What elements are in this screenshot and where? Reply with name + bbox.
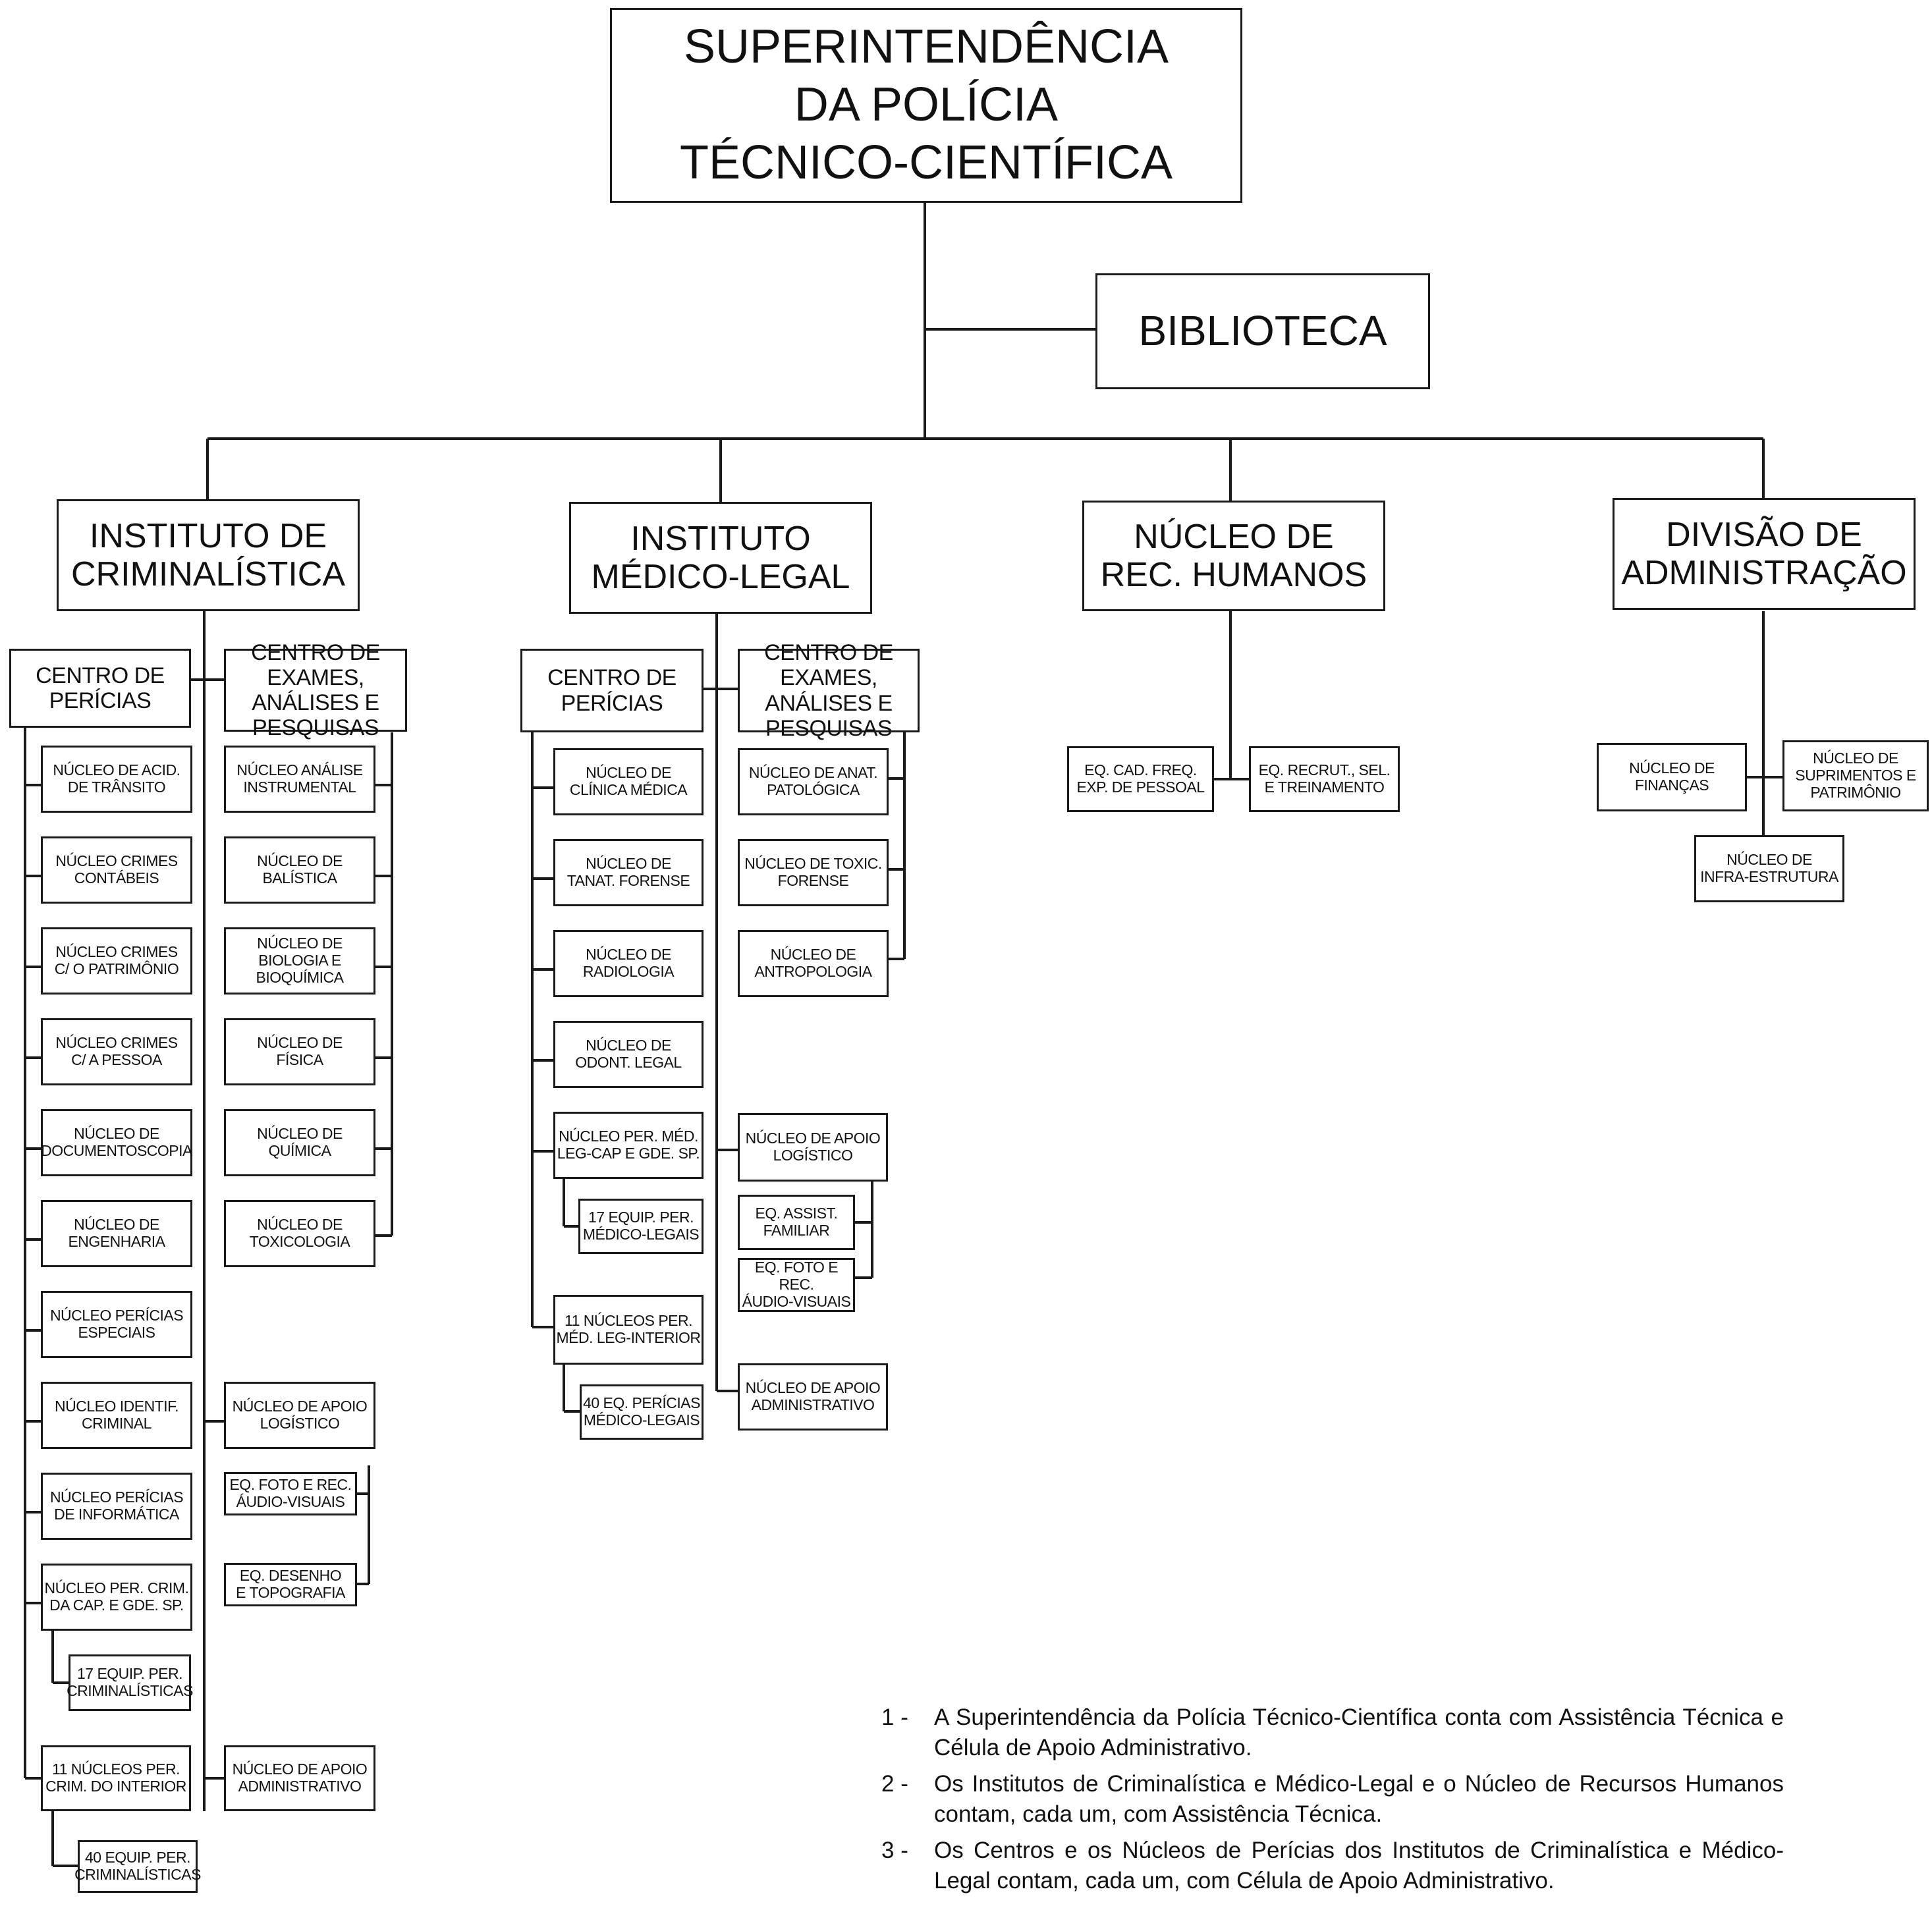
iml-nucleo-clinica-medica: NÚCLEO DE CLÍNICA MÉDICA [553,748,704,815]
iml-nucleo-radiologia: NÚCLEO DE RADIOLOGIA [553,930,704,997]
ic-nucleo-balistica: NÚCLEO DE BALÍSTICA [224,836,375,904]
ic-nucleo-pericias-especiais: NÚCLEO PERÍCIAS ESPECIAIS [41,1291,192,1358]
ic-nucleos-interior: 11 NÚCLEOS PER. CRIM. DO INTERIOR [41,1745,191,1811]
ic-nucleo-biologia: NÚCLEO DE BIOLOGIA E BIOQUÍMICA [224,927,375,995]
biblioteca-box: BIBLIOTECA [1095,273,1430,389]
footnotes: 1 - A Superintendência da Polícia Técnic… [881,1703,1784,1902]
iml-nucleo-anat-patologica: NÚCLEO DE ANAT. PATOLÓGICA [738,748,889,815]
iml-nucleo-toxic-forense: NÚCLEO DE TOXIC. FORENSE [738,839,889,906]
ic-equipes-interior: 40 EQUIP. PER. CRIMINALÍSTICAS [74,1840,201,1893]
iml-apoio-logistico: NÚCLEO DE APOIO LOGÍSTICO [738,1113,888,1182]
footnote-1: 1 - A Superintendência da Polícia Técnic… [881,1703,1784,1762]
adm-nucleo-infra: NÚCLEO DE INFRA-ESTRUTURA [1694,835,1844,902]
ic-centro-pericias-box: CENTRO DE PERÍCIAS [9,649,191,728]
instituto-medico-legal-box: INSTITUTO MÉDICO-LEGAL [569,502,872,614]
iml-nucleo-odont-legal: NÚCLEO DE ODONT. LEGAL [553,1021,704,1088]
iml-equipes-interior: 40 EQ. PERÍCIAS MÉDICO-LEGAIS [580,1384,704,1440]
iml-nucleo-per-med-capital: NÚCLEO PER. MÉD. LEG-CAP E GDE. SP. [553,1112,704,1179]
ic-nucleo-engenharia: NÚCLEO DE ENGENHARIA [41,1200,192,1267]
ic-nucleo-crimes-pessoa: NÚCLEO CRIMES C/ A PESSOA [41,1018,192,1085]
ic-nucleo-pericias-informatica: NÚCLEO PERÍCIAS DE INFORMÁTICA [41,1473,192,1540]
ic-apoio-administrativo: NÚCLEO DE APOIO ADMINISTRATIVO [224,1745,375,1811]
ic-nucleo-toxicologia: NÚCLEO DE TOXICOLOGIA [224,1200,375,1267]
ic-nucleo-crimes-contabeis: NÚCLEO CRIMES CONTÁBEIS [41,836,192,904]
adm-nucleo-financas: NÚCLEO DE FINANÇAS [1597,743,1747,811]
superintendencia-box: SUPERINTENDÊNCIA DA POLÍCIA TÉCNICO-CIEN… [610,8,1242,203]
iml-centro-exames-box: CENTRO DE EXAMES, ANÁLISES E PESQUISAS [738,640,920,741]
footnote-text: Os Centros e os Núcleos de Perícias dos … [934,1838,1784,1894]
ic-nucleo-identif-criminal: NÚCLEO IDENTIF. CRIMINAL [41,1382,192,1449]
footnote-number: 1 - [881,1704,908,1730]
ic-nucleo-quimica: NÚCLEO DE QUÍMICA [224,1109,375,1176]
ic-eq-foto: EQ. FOTO E REC. ÁUDIO-VISUAIS [224,1472,357,1515]
iml-nucleo-antropologia: NÚCLEO DE ANTROPOLOGIA [738,930,889,997]
nucleo-rh-box: NÚCLEO DE REC. HUMANOS [1082,501,1385,611]
ic-nucleo-analise-instrumental: NÚCLEO ANÁLISE INSTRUMENTAL [224,746,375,813]
iml-eq-foto: EQ. FOTO E REC. ÁUDIO-VISUAIS [738,1258,855,1312]
ic-nucleo-documentoscopia: NÚCLEO DE DOCUMENTOSCOPIA [41,1109,192,1176]
ic-nucleo-per-crim-capital: NÚCLEO PER. CRIM. DA CAP. E GDE. SP. [41,1564,192,1631]
ic-apoio-logistico: NÚCLEO DE APOIO LOGÍSTICO [224,1382,375,1449]
footnote-number: 3 - [881,1838,908,1863]
footnote-number: 2 - [881,1771,908,1797]
rh-eq-cad-freq: EQ. CAD. FREQ. EXP. DE PESSOAL [1067,746,1214,812]
iml-centro-pericias-box: CENTRO DE PERÍCIAS [520,649,704,732]
ic-eq-desenho: EQ. DESENHO E TOPOGRAFIA [224,1563,357,1606]
iml-apoio-administrativo: NÚCLEO DE APOIO ADMINISTRATIVO [738,1363,888,1431]
ic-nucleo-crimes-patrimonio: NÚCLEO CRIMES C/ O PATRIMÔNIO [41,927,192,995]
instituto-criminalistica-box: INSTITUTO DE CRIMINALÍSTICA [57,499,360,611]
rh-eq-recrut: EQ. RECRUT., SEL. E TREINAMENTO [1249,746,1400,812]
iml-eq-assist-familiar: EQ. ASSIST. FAMILIAR [738,1195,855,1250]
footnote-text: Os Institutos de Criminalística e Médico… [934,1771,1784,1827]
ic-centro-exames-box: CENTRO DE EXAMES, ANÁLISES E PESQUISAS [224,640,407,740]
adm-nucleo-suprimentos: NÚCLEO DE SUPRIMENTOS E PATRIMÔNIO [1782,740,1929,811]
iml-nucleos-interior: 11 NÚCLEOS PER. MÉD. LEG-INTERIOR [553,1295,704,1365]
footnote-2: 2 - Os Institutos de Criminalística e Mé… [881,1769,1784,1829]
divisao-administracao-box: DIVISÃO DE ADMINISTRAÇÃO [1613,498,1916,610]
footnote-3: 3 - Os Centros e os Núcleos de Perícias … [881,1836,1784,1895]
iml-equipes-capital: 17 EQUIP. PER. MÉDICO-LEGAIS [578,1199,704,1254]
ic-nucleo-fisica: NÚCLEO DE FÍSICA [224,1018,375,1085]
footnote-text: A Superintendência da Polícia Técnico-Ci… [934,1704,1784,1760]
iml-nucleo-tanat-forense: NÚCLEO DE TANAT. FORENSE [553,839,704,906]
ic-nucleo-acid-transito: NÚCLEO DE ACID. DE TRÂNSITO [41,746,192,813]
ic-equipes-capital: 17 EQUIP. PER. CRIMINALÍSTICAS [67,1654,193,1711]
